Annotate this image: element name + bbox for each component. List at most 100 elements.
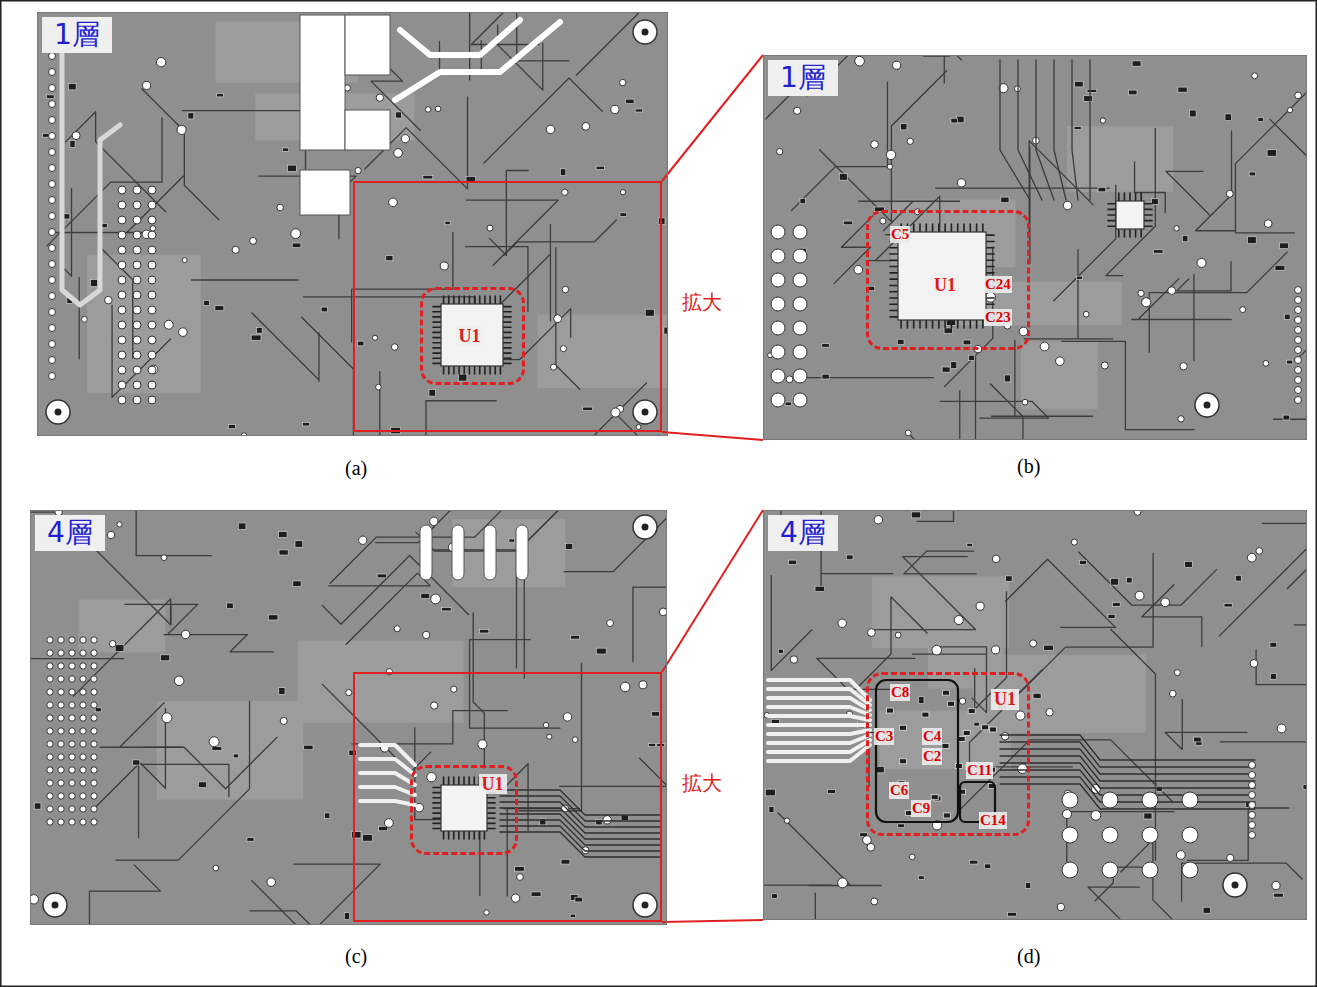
via — [47, 728, 53, 734]
pcb-trace — [1072, 60, 1078, 200]
pcb-trace — [912, 653, 986, 654]
smd-pad — [843, 221, 852, 225]
signal-bus — [500, 832, 660, 857]
pcb-trace — [1256, 650, 1307, 684]
via — [1240, 307, 1246, 313]
via — [133, 306, 141, 314]
via — [118, 396, 126, 404]
smd-pad — [635, 109, 643, 112]
via — [1019, 327, 1028, 336]
via — [148, 246, 156, 254]
via — [69, 754, 75, 760]
via — [69, 780, 75, 786]
part-reference: C5 — [890, 226, 910, 243]
mounting-hole — [46, 400, 70, 424]
layer-panel: 1層U1 — [763, 55, 1307, 440]
via — [777, 148, 783, 154]
via — [91, 676, 97, 682]
ic-pin — [487, 812, 495, 814]
smd-pad — [188, 113, 194, 119]
layer-label: 4層 — [768, 515, 838, 551]
via — [49, 261, 56, 268]
via — [30, 895, 39, 904]
ic-pin — [433, 347, 441, 349]
zoom-label: 拡大 — [680, 772, 724, 795]
mounting-hole — [43, 893, 67, 917]
slot — [452, 525, 464, 580]
smd-pad — [958, 736, 965, 741]
via — [181, 630, 189, 638]
zoom-leader — [662, 510, 763, 672]
smd-pad — [357, 341, 364, 346]
smd-pad — [947, 701, 954, 706]
smd-pad — [1286, 360, 1292, 364]
via — [854, 265, 863, 274]
smd-pad — [279, 550, 288, 555]
mounting-hole — [633, 515, 657, 539]
ic-pin — [503, 306, 511, 308]
smd-pad — [785, 402, 791, 405]
via — [1138, 290, 1144, 296]
pcb-trace — [564, 510, 667, 572]
smd-pad — [822, 374, 829, 379]
ic-pin — [969, 224, 971, 232]
via — [880, 218, 886, 224]
mounting-hole — [1195, 393, 1219, 417]
mounting-hole — [1223, 873, 1247, 897]
ic-pin — [890, 297, 898, 299]
pcb-trace — [330, 510, 516, 583]
via — [517, 874, 524, 881]
ic-pin — [1108, 203, 1116, 205]
via — [1295, 287, 1302, 294]
pcb-trace — [1235, 93, 1306, 233]
via — [639, 681, 647, 689]
smd-pad — [1275, 265, 1285, 270]
pcb-trace — [990, 384, 1108, 440]
via — [133, 276, 141, 284]
via — [1249, 812, 1256, 819]
via — [69, 715, 75, 721]
smd-pad — [1190, 110, 1196, 117]
ic-pin — [433, 332, 441, 334]
ic-pin — [458, 366, 460, 374]
via — [871, 141, 879, 149]
ic-pin — [951, 320, 953, 328]
via — [793, 249, 807, 263]
via — [1264, 220, 1272, 228]
part-name: U1 — [456, 326, 484, 347]
via — [1197, 258, 1206, 267]
layer-label: 1層 — [42, 17, 112, 53]
via — [554, 315, 562, 323]
part-reference: C9 — [911, 800, 931, 817]
ic-pin — [489, 296, 491, 304]
smd-pad — [789, 560, 797, 564]
ic-pin — [453, 296, 455, 304]
via — [148, 321, 156, 329]
via — [133, 201, 141, 209]
ic-pin — [463, 296, 465, 304]
via — [47, 754, 53, 760]
ic-pin — [443, 777, 445, 785]
signal-bus — [1000, 770, 1255, 795]
pcb-trace — [1121, 840, 1209, 920]
signal-trace — [360, 745, 415, 765]
copper-area — [298, 640, 464, 722]
via — [905, 430, 911, 436]
signal-trace — [360, 801, 415, 805]
smd-pad — [963, 731, 970, 736]
component-outline: U1 — [420, 287, 525, 385]
via — [1174, 670, 1180, 676]
smd-pad — [827, 789, 835, 793]
via — [58, 741, 64, 747]
via — [1295, 377, 1302, 384]
smd-pad — [1001, 197, 1009, 203]
ic-pin — [469, 296, 471, 304]
smd-pad — [984, 864, 990, 869]
smd-pad — [396, 112, 402, 118]
via — [49, 245, 56, 252]
via — [986, 292, 996, 302]
via — [384, 819, 393, 828]
zoom-leader — [662, 432, 763, 440]
ic-pin — [487, 802, 495, 804]
via — [143, 81, 151, 89]
